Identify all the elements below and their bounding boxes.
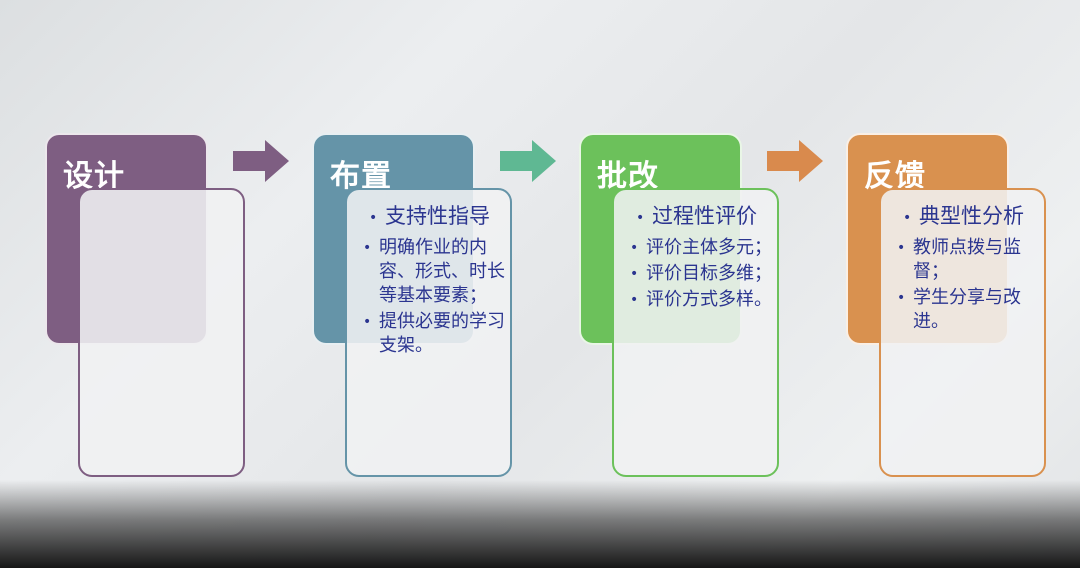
arrow-shape: [767, 140, 823, 182]
arrow-shape: [233, 140, 289, 182]
sub-bullet: 评价主体多元；: [630, 236, 772, 260]
right-arrow-icon: [767, 140, 823, 182]
main-bullet: 过程性评价: [636, 204, 761, 230]
bullet-list: 过程性评价评价主体多元；评价目标多维；评价方式多样。: [614, 190, 777, 312]
sub-bullet: 明确作业的内容、形式、时长等基本要素；: [363, 236, 505, 308]
bullet-list: 支持性指导明确作业的内容、形式、时长等基本要素；提供必要的学习支架。: [347, 190, 510, 358]
sub-bullet: 学生分享与改进。: [897, 286, 1039, 334]
sub-bullet: 提供必要的学习支架。: [363, 310, 505, 358]
stage-content-box: 过程性评价评价主体多元；评价目标多维；评价方式多样。: [612, 188, 779, 477]
sub-bullet: 评价目标多维；: [630, 262, 772, 286]
bottom-shadow-band: [0, 480, 1080, 568]
arrow-shape: [500, 140, 556, 182]
sub-bullet: 评价方式多样。: [630, 288, 772, 312]
stage-content-box: 支持性指导明确作业的内容、形式、时长等基本要素；提供必要的学习支架。: [345, 188, 512, 477]
bullet-list: 典型性分析教师点拨与监督；学生分享与改进。: [881, 190, 1044, 334]
right-arrow-icon: [233, 140, 289, 182]
main-bullet: 典型性分析: [903, 204, 1028, 230]
stage-content-box: 典型性分析教师点拨与监督；学生分享与改进。: [879, 188, 1046, 477]
main-bullet: 支持性指导: [369, 204, 494, 230]
sub-bullet: 教师点拨与监督；: [897, 236, 1039, 284]
right-arrow-icon: [500, 140, 556, 182]
stage-content-box: [78, 188, 245, 477]
